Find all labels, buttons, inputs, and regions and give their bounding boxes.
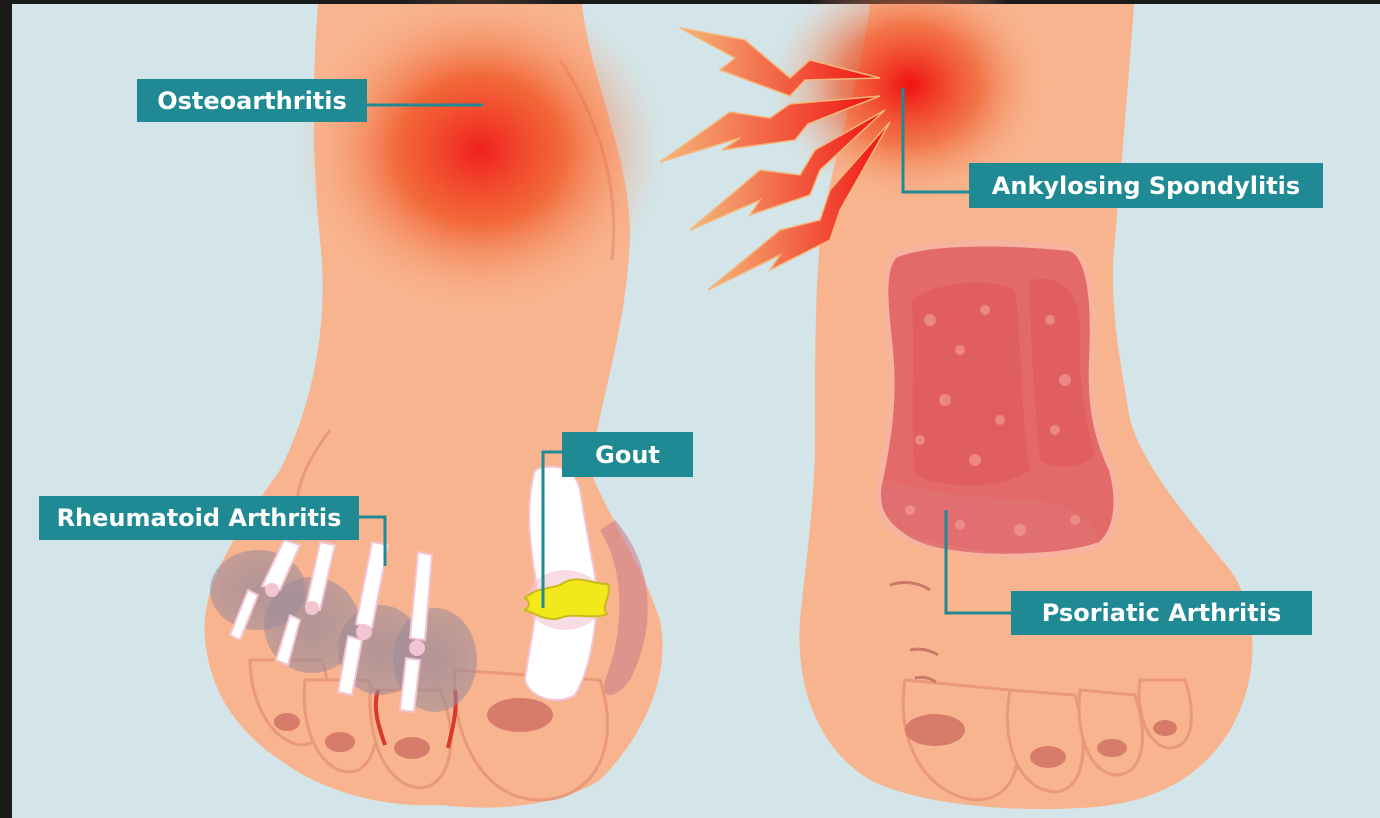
- gout-label: Gout: [562, 432, 693, 477]
- osteoarthritis-label: Osteoarthritis: [137, 79, 367, 122]
- rheumatoid-arthritis-label: Rheumatoid Arthritis: [39, 496, 359, 540]
- osteoarthritis-inflammation: [295, 0, 665, 315]
- psoriatic-arthritis-label: Psoriatic Arthritis: [1011, 591, 1312, 635]
- psoriasis-rash: [878, 244, 1116, 556]
- ankylosing-spondylitis-label: Ankylosing Spondylitis: [969, 163, 1323, 208]
